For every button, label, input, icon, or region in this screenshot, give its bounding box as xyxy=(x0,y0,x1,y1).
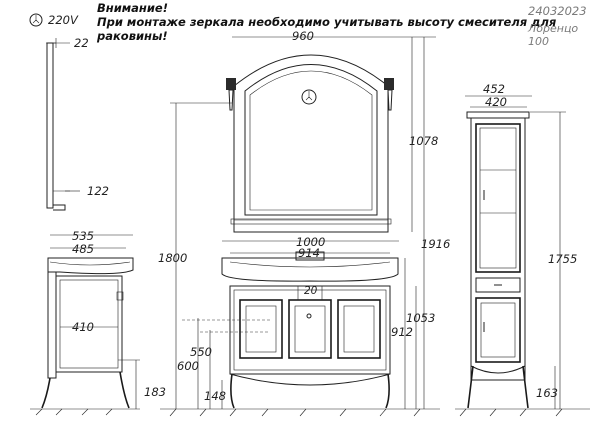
warning-text: При монтаже зеркала необходимо учитывать… xyxy=(97,15,557,43)
dim-mirror-top-height: 1916 xyxy=(421,237,450,251)
dim-column-body-width: 420 xyxy=(485,95,507,109)
dim-side-inner-depth: 410 xyxy=(72,320,94,334)
dim-handle-offset: 20 xyxy=(304,285,318,297)
dim-side-sink-depth: 535 xyxy=(72,229,94,243)
warning-title: Внимание! xyxy=(97,1,168,15)
column-cabinet-view xyxy=(455,95,590,417)
dim-column-leg-height: 163 xyxy=(536,386,558,400)
dim-side-cabinet-depth: 485 xyxy=(72,242,94,256)
power-label: 220V xyxy=(48,13,79,27)
power-symbol-icon xyxy=(29,13,43,27)
vanity-front-view xyxy=(160,240,440,417)
dim-vanity-leg-height: 148 xyxy=(204,389,226,403)
dim-side-leg-height: 183 xyxy=(144,385,166,399)
vanity-side-view xyxy=(30,234,140,416)
model-name: Лоренцо xyxy=(528,22,579,35)
article-code: 24032023 xyxy=(528,4,587,18)
mirror-side-view xyxy=(46,38,80,211)
dim-vanity-height: 1053 xyxy=(406,311,435,325)
model-size: 100 xyxy=(528,35,549,48)
dim-sink-width: 1000 xyxy=(296,235,325,249)
dim-cabinet-width: 914 xyxy=(298,246,320,260)
dim-mirror-height: 1078 xyxy=(409,134,438,148)
dim-drain-550: 550 xyxy=(190,345,212,359)
light-switch-icon xyxy=(301,89,317,105)
mirror-front-view xyxy=(226,36,436,233)
dim-drain-600: 600 xyxy=(177,359,199,373)
dim-mirror-width: 960 xyxy=(292,29,314,43)
dim-mirror-bottom-height: 1800 xyxy=(158,251,187,265)
dim-mirror-shelf-depth: 122 xyxy=(87,184,109,198)
dim-column-height: 1755 xyxy=(548,252,577,266)
dim-mirror-side-depth: 22 xyxy=(74,36,89,50)
dim-vanity-body-height: 912 xyxy=(391,325,413,339)
dim-column-total-width: 452 xyxy=(483,82,505,96)
